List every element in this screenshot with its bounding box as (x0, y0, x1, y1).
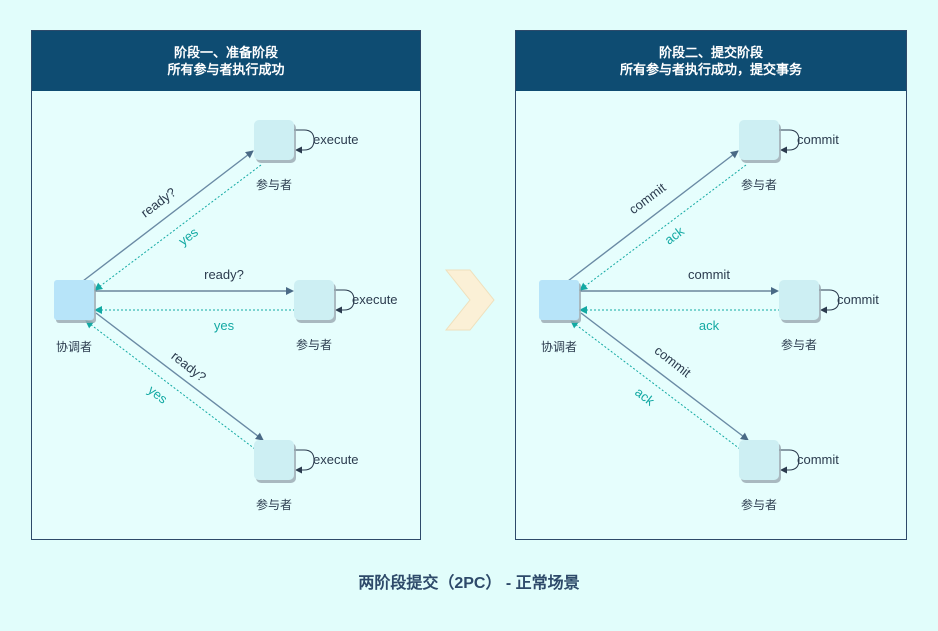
phase2-self-action-top: commit (797, 132, 839, 147)
phase1-request-label-top: ready? (138, 184, 179, 220)
phase1-coordinator-label: 协调者 (56, 339, 92, 354)
phase1-request-arrow-top (82, 150, 254, 282)
phase1-header: 阶段一、准备阶段 所有参与者执行成功 (32, 31, 420, 91)
phase2-self-loop-mid (819, 289, 840, 314)
phase2-participant-label-mid: 参与者 (781, 337, 817, 352)
phase1-response-label-mid: yes (214, 318, 235, 333)
phase1-participant-label-top: 参与者 (256, 177, 292, 192)
phase2-participant-node-mid (779, 280, 819, 320)
phase1-response-label-bottom: yes (145, 382, 171, 407)
phase1-request-label-mid: ready? (204, 267, 244, 282)
chevron-right-icon (444, 269, 495, 331)
phase1-response-label-top: yes (176, 224, 202, 248)
phase1-participant-label-bottom: 参与者 (256, 497, 292, 512)
phase1-self-loop-bottom (294, 449, 315, 474)
phase2-self-action-bottom: commit (797, 452, 839, 467)
phase2-response-label-bottom: ack (632, 384, 658, 409)
phase1-self-loop-mid (334, 289, 355, 314)
phase2-request-label-bottom: commit (652, 343, 695, 381)
phase1-coordinator-node (54, 280, 94, 320)
phase2-title-line2: 所有参与者执行成功，提交事务 (619, 62, 802, 77)
phase2-coordinator-node (539, 280, 579, 320)
phase1-title-line2: 所有参与者执行成功 (167, 62, 285, 77)
phase2-response-label-mid: ack (699, 318, 720, 333)
phase1-request-arrow-bottom (95, 312, 264, 441)
phase1-self-action-top: execute (313, 132, 359, 147)
phase2-header: 阶段二、提交阶段 所有参与者执行成功，提交事务 (516, 31, 906, 91)
phase2-participant-node-bottom (739, 440, 779, 480)
phase2-participant-label-top: 参与者 (741, 177, 777, 192)
phase2-participant-label-bottom: 参与者 (741, 497, 777, 512)
phase2-participant-node-top (739, 120, 779, 160)
phase1-edges (82, 150, 295, 450)
phase2-self-action-mid: commit (837, 292, 879, 307)
phase2-coordinator-label: 协调者 (541, 339, 577, 354)
phase1-participant-node-bottom (254, 440, 294, 480)
phase1-participant-label-mid: 参与者 (296, 337, 332, 352)
phase2-request-arrow-bottom (580, 312, 749, 441)
phase2-request-label-mid: commit (688, 267, 730, 282)
phase2-title-line1: 阶段二、提交阶段 (658, 45, 763, 60)
phase1-response-arrow-bottom (85, 320, 256, 450)
diagram-caption: 两阶段提交（2PC） - 正常场景 (358, 575, 580, 592)
phase2-response-label-top: ack (662, 223, 688, 247)
phase1-participant-node-top (254, 120, 294, 160)
phase2-edges (567, 150, 780, 450)
phase2-request-arrow-top (567, 150, 739, 282)
phase1-self-loop-top (294, 129, 315, 154)
phase1-title-line1: 阶段一、准备阶段 (173, 45, 278, 60)
phase1-response-arrow-top (94, 164, 262, 291)
phase1-self-action-mid: execute (352, 292, 398, 307)
phase1-request-label-bottom: ready? (168, 348, 209, 384)
phase2-self-loop-top (779, 129, 800, 154)
phase2-response-arrow-bottom (570, 320, 741, 450)
phase1-participant-node-mid (294, 280, 334, 320)
phase2-request-label-top: commit (626, 180, 669, 217)
phase2-response-arrow-top (579, 164, 747, 291)
phase1-self-action-bottom: execute (313, 452, 359, 467)
phase2-self-loop-bottom (779, 449, 800, 474)
